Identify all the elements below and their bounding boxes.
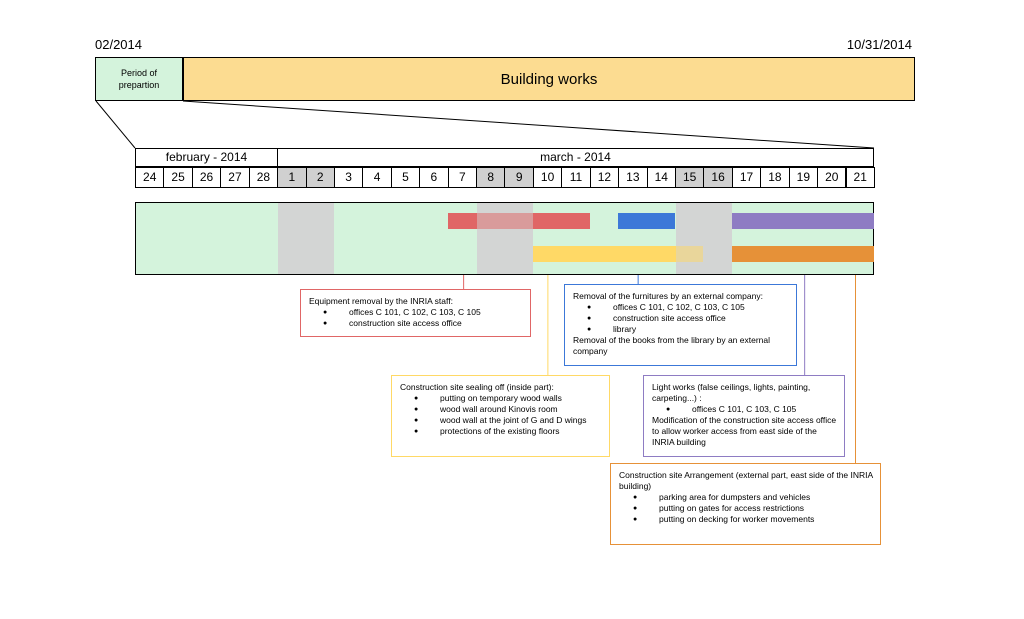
note-arrangement-item: putting on decking for worker movements bbox=[633, 514, 874, 525]
day-cell-19: 19 bbox=[788, 167, 819, 188]
note-light-item: offices C 101, C 103, C 105 bbox=[666, 404, 838, 415]
note-equipment: Equipment removal by the INRIA staff: of… bbox=[300, 289, 531, 337]
day-cell-18: 18 bbox=[760, 167, 790, 188]
note-sealing-item: putting on temporary wood walls bbox=[414, 393, 603, 404]
day-cell-6: 6 bbox=[419, 167, 449, 188]
note-equipment-item: offices C 101, C 102, C 103, C 105 bbox=[323, 307, 524, 318]
month-february: february - 2014 bbox=[135, 148, 278, 167]
zoom-line-left bbox=[95, 100, 136, 149]
note-arrangement-item: putting on gates for access restrictions bbox=[633, 503, 874, 514]
note-furniture-item: offices C 101, C 102, C 103, C 105 bbox=[587, 302, 790, 313]
task-bar-sealing bbox=[532, 246, 704, 262]
note-equipment-item: construction site access office bbox=[323, 318, 524, 329]
day-cell-10: 10 bbox=[532, 167, 563, 188]
note-sealing-title: Construction site sealing off (inside pa… bbox=[400, 382, 554, 392]
day-cell-4: 4 bbox=[362, 167, 392, 188]
month-march: march - 2014 bbox=[277, 148, 874, 167]
day-cell-14: 14 bbox=[646, 167, 676, 188]
day-cell-8: 8 bbox=[476, 167, 506, 188]
note-furniture-item: construction site access office bbox=[587, 313, 790, 324]
task-bar-equipment bbox=[447, 213, 590, 229]
task-bar-furniture bbox=[618, 213, 675, 229]
day-cell-17: 17 bbox=[731, 167, 762, 188]
day-cell-25: 25 bbox=[163, 167, 193, 188]
day-cell-11: 11 bbox=[561, 167, 591, 188]
note-sealing: Construction site sealing off (inside pa… bbox=[391, 375, 610, 457]
day-cell-21: 21 bbox=[845, 167, 875, 188]
note-sealing-item: wood wall around Kinovis room bbox=[414, 404, 603, 415]
phase-building-works: Building works bbox=[183, 57, 915, 101]
weekend-shade-overlay bbox=[477, 203, 533, 274]
weekend-shade bbox=[675, 203, 732, 274]
task-bar-arrangement bbox=[731, 246, 874, 262]
note-arrangement-item: parking area for dumpsters and vehicles bbox=[633, 492, 874, 503]
day-cell-12: 12 bbox=[589, 167, 620, 188]
day-cell-20: 20 bbox=[817, 167, 847, 188]
note-arrangement: Construction site Arrangement (external … bbox=[610, 463, 881, 545]
note-arrangement-title: Construction site Arrangement (external … bbox=[619, 470, 873, 491]
note-sealing-item: protections of the existing floors bbox=[414, 426, 603, 437]
day-cell-9: 9 bbox=[504, 167, 534, 188]
phase-preparation-label: Period of prepartion bbox=[118, 68, 160, 90]
note-light: Light works (false ceilings, lights, pai… bbox=[643, 375, 845, 457]
note-furniture-item: library bbox=[587, 324, 790, 335]
day-cell-27: 27 bbox=[220, 167, 250, 188]
end-date: 10/31/2014 bbox=[846, 37, 912, 52]
day-cell-28: 28 bbox=[248, 167, 279, 188]
weekend-shade bbox=[278, 203, 334, 274]
day-cell-7: 7 bbox=[447, 167, 478, 188]
day-cell-13: 13 bbox=[618, 167, 648, 188]
weekend-shade-overlay bbox=[675, 203, 732, 274]
day-cell-24: 24 bbox=[135, 167, 165, 188]
note-furniture-footer: Removal of the books from the library by… bbox=[573, 335, 771, 356]
task-bar-light bbox=[731, 213, 874, 229]
phase-preparation: Period of prepartion bbox=[95, 57, 183, 101]
note-furniture: Removal of the furnitures by an external… bbox=[564, 284, 797, 366]
day-cell-1: 1 bbox=[277, 167, 307, 188]
note-sealing-item: wood wall at the joint of G and D wings bbox=[414, 415, 603, 426]
day-cell-15: 15 bbox=[674, 167, 705, 188]
day-cell-5: 5 bbox=[390, 167, 421, 188]
day-cell-2: 2 bbox=[305, 167, 335, 188]
start-date: 02/2014 bbox=[95, 37, 142, 52]
zoom-line-right bbox=[182, 100, 875, 149]
day-cell-26: 26 bbox=[191, 167, 222, 188]
note-light-title: Light works (false ceilings, lights, pai… bbox=[652, 382, 811, 403]
note-equipment-title: Equipment removal by the INRIA staff: bbox=[309, 296, 453, 306]
day-cell-3: 3 bbox=[333, 167, 364, 188]
day-cell-16: 16 bbox=[703, 167, 733, 188]
weekend-shade-overlay bbox=[278, 203, 334, 274]
note-light-footer: Modification of the construction site ac… bbox=[652, 415, 837, 447]
note-furniture-title: Removal of the furnitures by an external… bbox=[573, 291, 763, 301]
phase-building-works-label: Building works bbox=[500, 70, 598, 88]
